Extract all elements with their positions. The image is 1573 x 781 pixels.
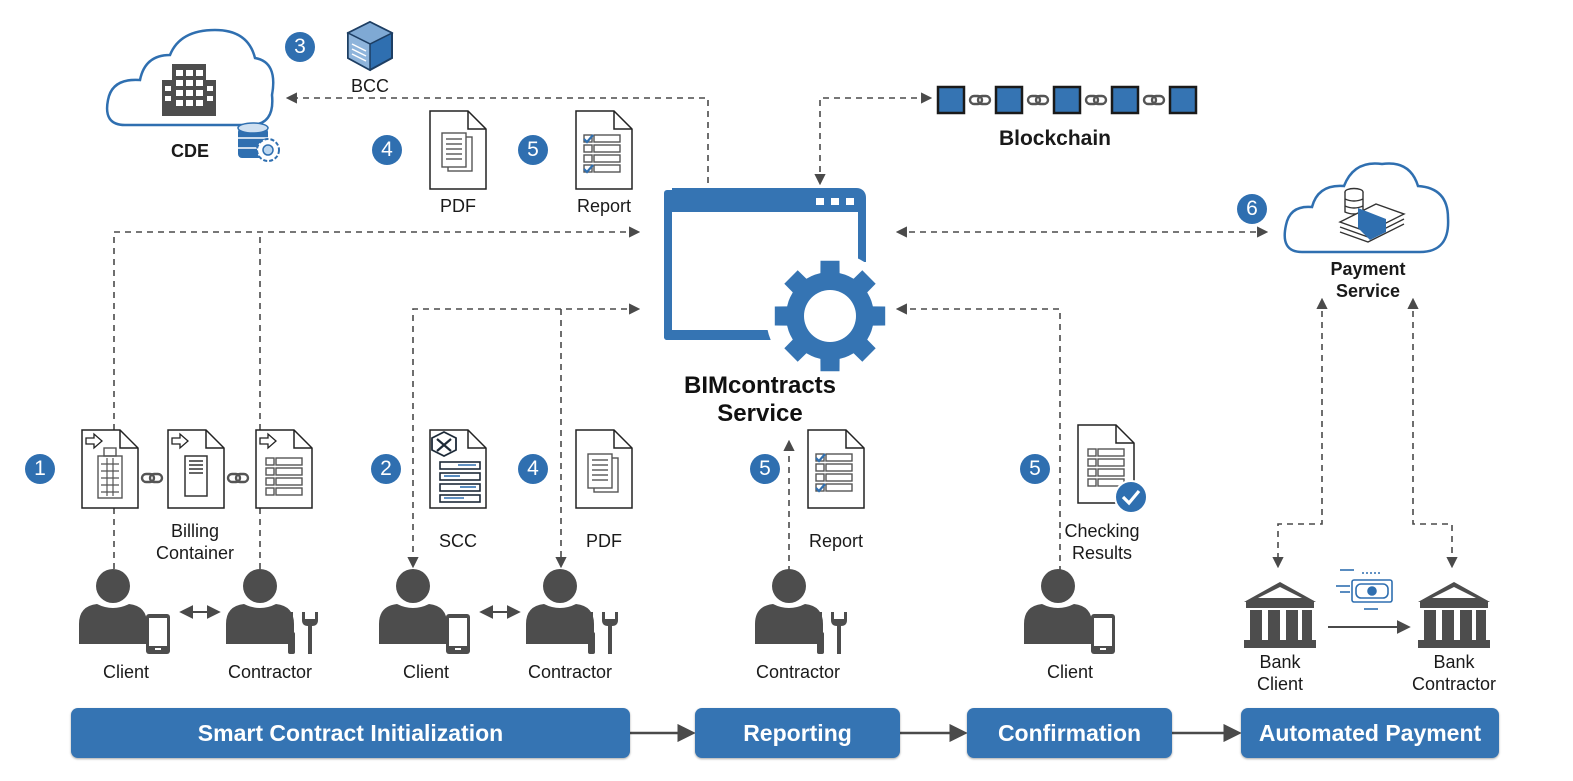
arrow-service-blockchain [814,92,933,186]
chain-link-icon [140,472,164,484]
block [936,85,966,115]
billing-doc-list [255,429,313,509]
billing-container-label-line1: Billing [170,521,220,541]
arrow-service-to-scc [407,303,641,569]
cloud-money-icon [1283,162,1450,254]
phase-confirmation: Confirmation [967,708,1172,758]
pdf-label-bottom: PDF [586,531,622,551]
checking-results-line2: Results [1071,543,1133,563]
step-badge-5-confirmation: 5 [1020,454,1050,484]
pdf-document-icon [575,429,633,509]
contractor-icon [526,569,618,654]
contractor-icon [226,569,318,654]
billing-doc-text [167,429,225,509]
bank-client-line1: Bank [1259,652,1301,672]
cash-stack-icon [1338,203,1406,243]
block [994,85,1024,115]
block [1168,85,1198,115]
blockchain-icon [936,85,1198,115]
bank-contractor-icon [1418,582,1490,648]
arrow-client-to-service [895,303,1061,572]
payment-service-label-line2: Service [1335,281,1401,301]
client-label-confirmation: Client [1046,662,1094,682]
bank-client-label: Bank Client [1240,651,1320,695]
building-icon [162,64,216,116]
service-title-line1: BIMcontracts [683,372,837,399]
billing-container-label: Billing Container [145,520,245,564]
money-transfer-icon [1336,569,1393,610]
contractor-label-1: Contractor [227,662,313,682]
block [1052,85,1082,115]
database-gear-icon [237,122,280,162]
step-badge-2: 2 [371,454,401,484]
block [1110,85,1140,115]
gear-hole [804,290,856,342]
client-label-2: Client [402,662,450,682]
report-label-bottom: Report [808,531,864,551]
bank-client-line2: Client [1256,674,1304,694]
cde-label: CDE [170,141,209,161]
step-badge-5: 5 [518,135,548,165]
billing-doc-building [81,429,139,509]
chain-link-icon [1084,94,1108,106]
billing-container-label-line2: Container [155,543,235,563]
client-icon [1024,569,1115,654]
step-badge-6: 6 [1237,194,1267,224]
arrow-payment-bank-client [1272,297,1328,569]
checking-results-line1: Checking [1064,521,1140,541]
step-badge-3: 3 [285,32,315,62]
checking-results-label: Checking Results [1052,520,1152,564]
checking-results-document-icon [1077,424,1148,514]
cde-cloud-icon [105,28,275,127]
phase-smart-contract-initialization: Smart Contract Initialization [71,708,630,758]
chain-link-icon [1026,94,1050,106]
chain-link-icon [226,472,250,484]
bank-contractor-label: Bank Contractor [1402,651,1506,695]
pdf-document-icon [429,110,487,190]
contractor-label-2: Contractor [527,662,613,682]
report-document-icon [575,110,633,190]
phase-reporting: Reporting [695,708,900,758]
arrow-payment-bank-contractor [1407,297,1458,569]
contractor-label-reporting: Contractor [755,662,841,682]
scc-document-icon [429,429,487,509]
step-badge-1: 1 [25,454,55,484]
step-badge-5-reporting: 5 [750,454,780,484]
chain-link-icon [968,94,992,106]
client-icon [79,569,170,654]
arrow-billing-to-service [113,226,641,430]
service-title-line2: Service [717,400,803,427]
arrow-service-to-cde [285,92,709,183]
report-label: Report [576,196,632,216]
scc-label: SCC [438,531,477,551]
phase-automated-payment: Automated Payment [1241,708,1499,758]
bank-client-icon [1244,582,1316,648]
client-label-1: Client [102,662,150,682]
client-icon [379,569,470,654]
payment-service-label-line1: Payment [1330,259,1406,279]
bank-contractor-line1: Bank [1433,652,1475,672]
payment-service-label: Payment Service [1318,258,1418,302]
report-document-icon [807,429,865,509]
browser-gear-icon [664,188,894,380]
service-title: BIMcontracts Service [660,372,860,428]
bank-contractor-line2: Contractor [1411,674,1497,694]
blockchain-label: Blockchain [998,127,1112,150]
step-badge-4b: 4 [518,454,548,484]
connectors [113,92,1458,572]
pdf-label: PDF [440,196,476,216]
contractor-icon [755,569,847,654]
bcc-label: BCC [350,76,389,96]
chain-link-icon [1142,94,1166,106]
step-badge-4: 4 [372,135,402,165]
cube-icon [346,20,394,72]
